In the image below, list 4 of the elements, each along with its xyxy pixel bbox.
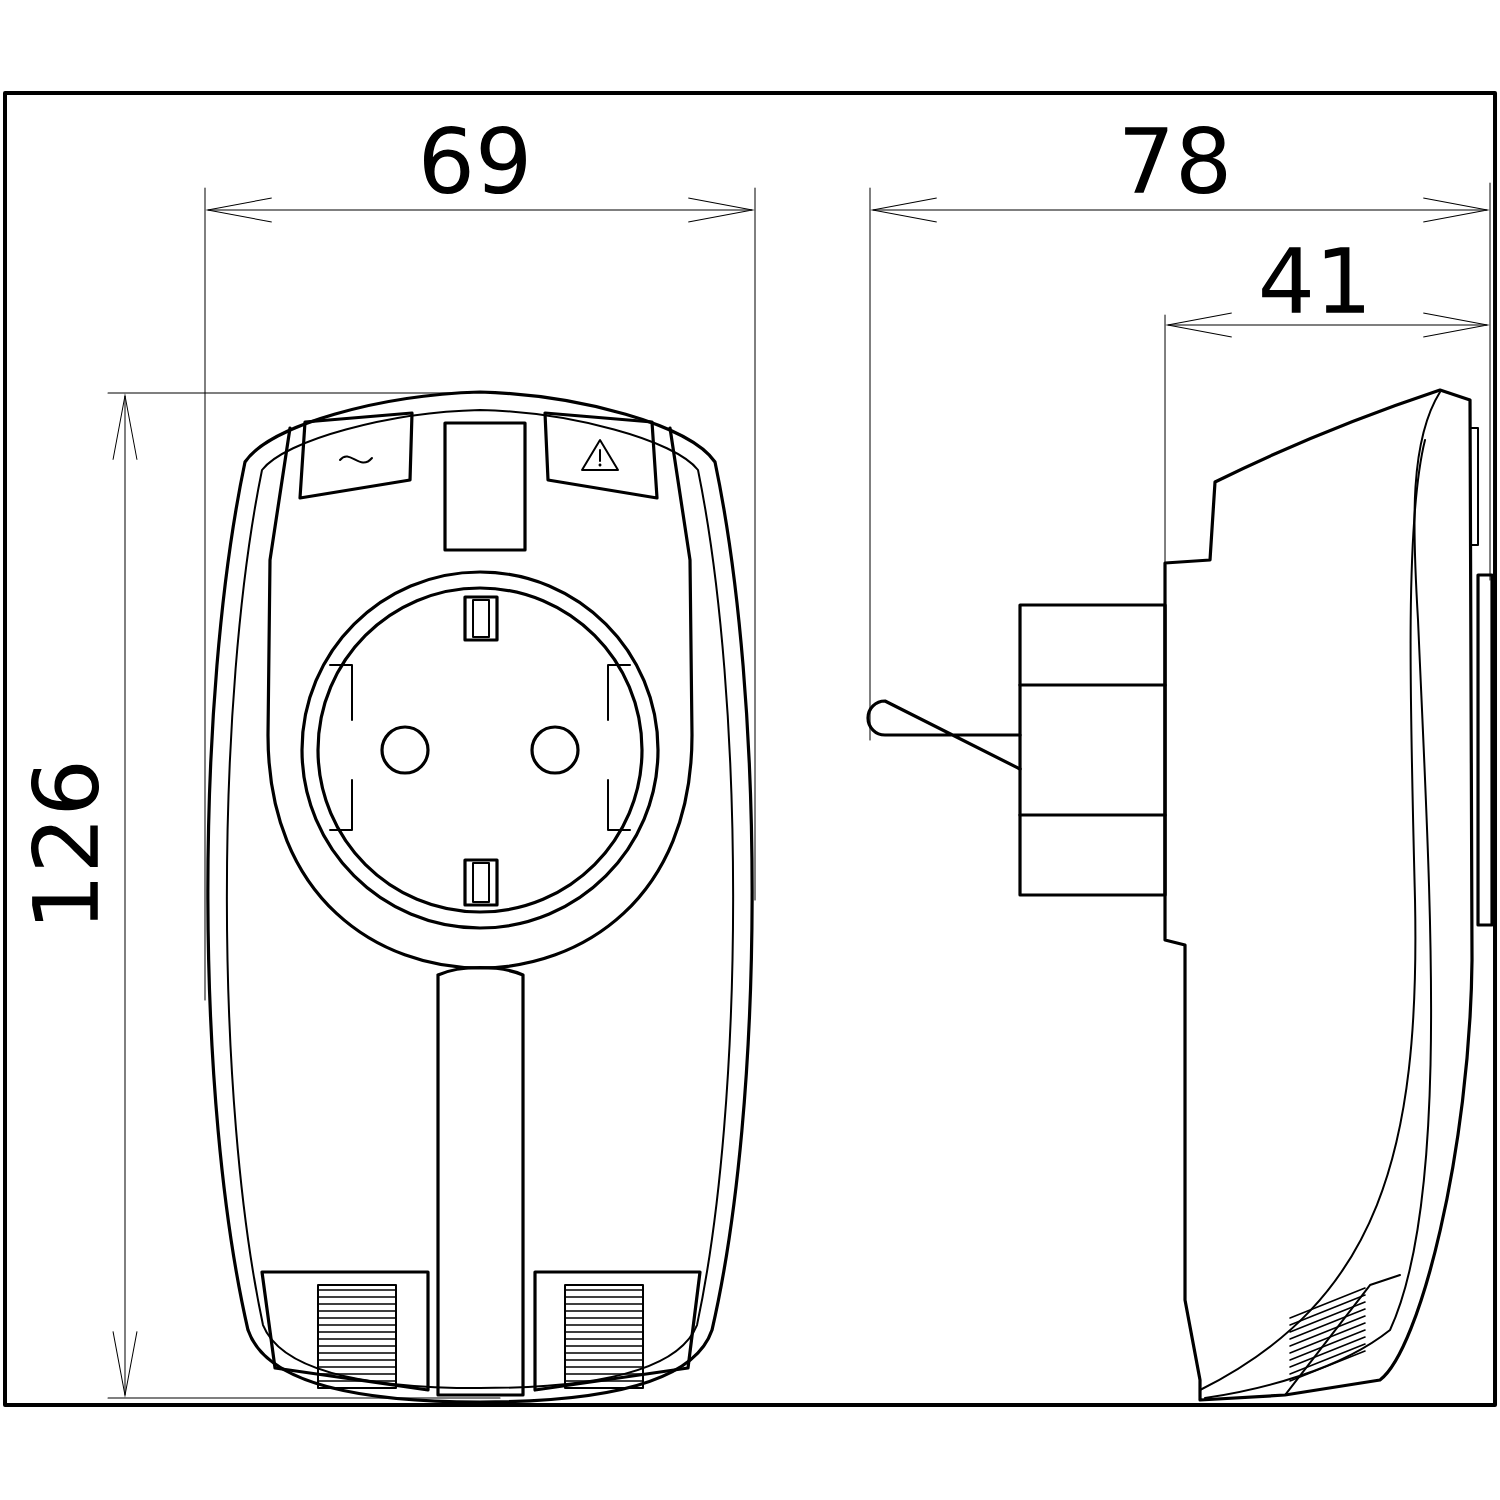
dimension-label: 41 xyxy=(1262,247,1364,313)
dimension-label: 126 xyxy=(31,764,100,921)
dimension-label: 69 xyxy=(424,126,526,195)
dimension-label: 78 xyxy=(1125,126,1227,195)
